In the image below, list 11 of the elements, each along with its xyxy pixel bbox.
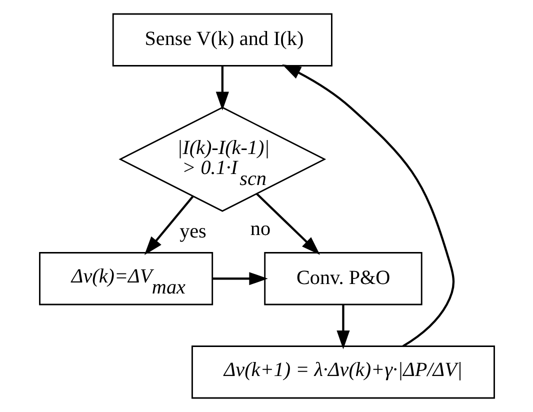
arrow (255, 192, 320, 255)
arrow (144, 196, 194, 256)
node-box: Sense V(k) and I(k) (112, 13, 332, 66)
edge-label: yes (179, 220, 206, 243)
node-box: Conv. P&O (264, 252, 422, 306)
arrow (336, 304, 350, 350)
arrow (215, 66, 228, 111)
arrow (212, 272, 268, 286)
node-box: Δv(k+1) = λ·Δv(k)+γ·|ΔP/ΔV| (191, 346, 494, 399)
arrow (282, 64, 454, 348)
edge-label: no (250, 218, 270, 240)
